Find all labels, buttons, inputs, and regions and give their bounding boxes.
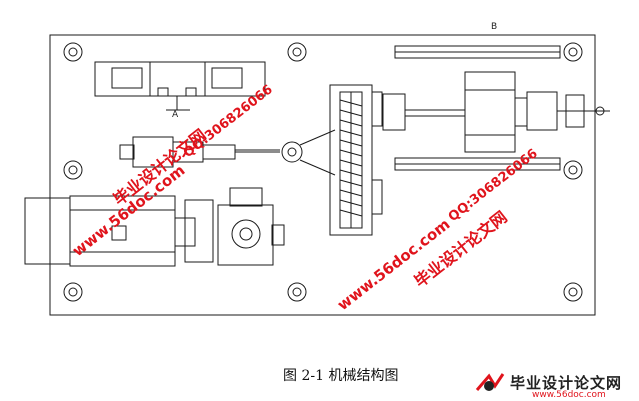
slide-rail-top bbox=[394, 45, 561, 59]
logo-icon bbox=[475, 373, 505, 391]
solenoid-valve bbox=[94, 61, 266, 111]
drive-cylinder bbox=[119, 129, 336, 176]
lead-screw-assembly bbox=[329, 84, 383, 236]
base-plate bbox=[49, 34, 596, 316]
figure-caption: 图 2-1 机械结构图 bbox=[283, 368, 399, 384]
section-label-b: B bbox=[491, 22, 498, 32]
logo-url: www.56doc.com bbox=[532, 390, 606, 400]
section-label-a: A bbox=[172, 110, 179, 120]
slide-rail-bottom bbox=[394, 157, 561, 171]
carriage bbox=[382, 71, 610, 153]
logo-title: 毕业设计论文网 bbox=[510, 374, 623, 392]
bolt-holes bbox=[63, 42, 583, 302]
gearbox bbox=[174, 187, 285, 266]
